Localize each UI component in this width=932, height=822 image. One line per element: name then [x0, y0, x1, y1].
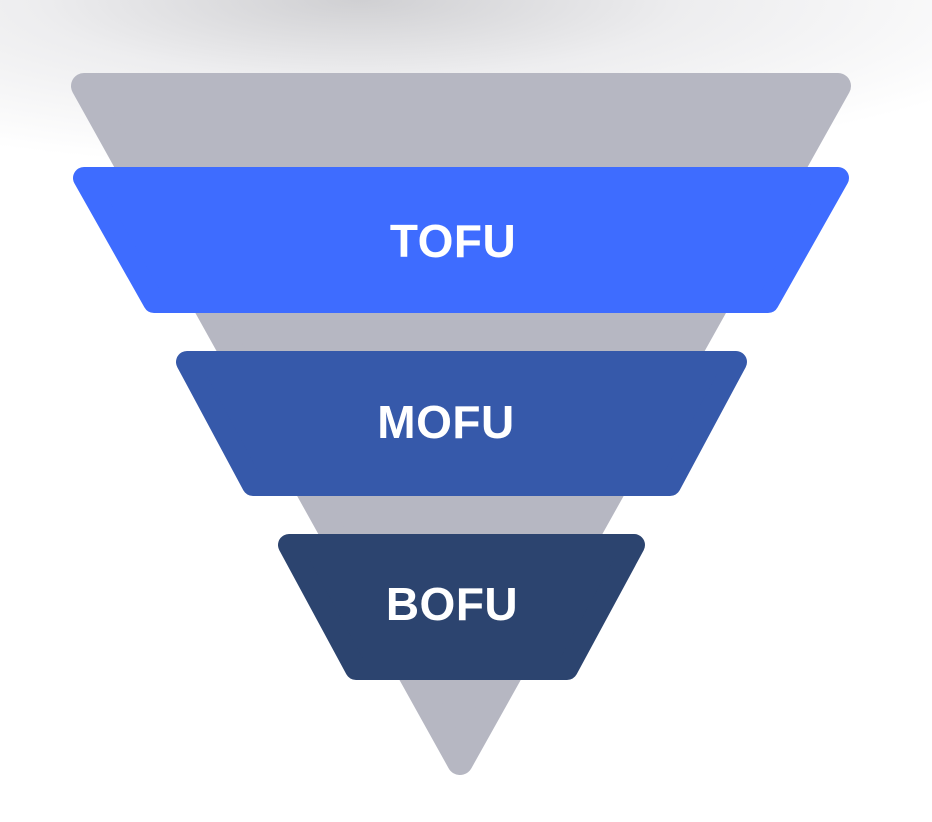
funnel-stage-bofu: BOFU	[278, 534, 645, 680]
funnel-band-bofu	[278, 534, 645, 680]
funnel-label-mofu: MOFU	[377, 396, 514, 448]
funnel-stage-mofu: MOFU	[176, 351, 747, 496]
funnel-band-mofu	[176, 351, 747, 496]
funnel-band-tofu	[73, 167, 849, 313]
funnel-label-bofu: BOFU	[386, 578, 518, 630]
funnel-stage-tofu: TOFU	[73, 167, 849, 313]
funnel-label-tofu: TOFU	[390, 215, 516, 267]
